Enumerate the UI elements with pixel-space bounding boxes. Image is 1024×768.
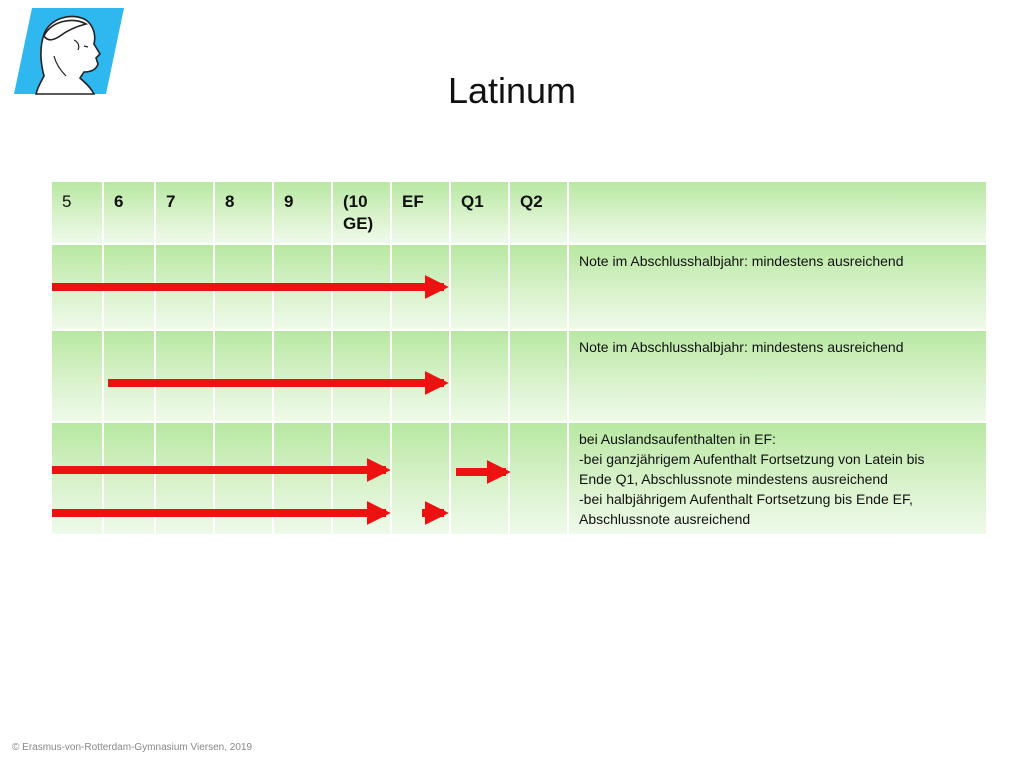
- table-cell: [392, 245, 451, 331]
- copyright-footer: © Erasmus-von-Rotterdam-Gymnasium Vierse…: [12, 742, 253, 753]
- table-cell: [451, 423, 510, 536]
- table-cell: [215, 331, 274, 423]
- table-cell: [215, 245, 274, 331]
- header-cell-note: [569, 182, 988, 245]
- page-title: Latinum: [447, 70, 577, 111]
- table-cell: [451, 245, 510, 331]
- table-cell: [104, 423, 156, 536]
- note-line: Ende Q1, Abschlussnote mindestens ausrei…: [579, 471, 888, 487]
- note-line: -bei halbjährigem Aufenthalt Fortsetzung…: [579, 491, 913, 507]
- note-line: Note im Abschlusshalbjahr: mindestens au…: [579, 339, 904, 355]
- row-2-note: Note im Abschlusshalbjahr: mindestens au…: [569, 331, 988, 423]
- table-cell: [392, 331, 451, 423]
- school-logo: [14, 6, 124, 96]
- header-cell-7: 7: [156, 182, 215, 245]
- table-cell: [333, 245, 392, 331]
- table-cell: [510, 423, 569, 536]
- latinum-table: 5 6 7 8 9 (10 GE) EF Q1 Q2 Note im Absch…: [52, 182, 988, 540]
- table-cell: [274, 423, 333, 536]
- table-cell: [52, 423, 104, 536]
- header-cell-5: 5: [52, 182, 104, 245]
- table-cell: [274, 245, 333, 331]
- header-cell-10ge: (10 GE): [333, 182, 392, 245]
- note-line: Note im Abschlusshalbjahr: mindestens au…: [579, 253, 904, 269]
- header-cell-9: 9: [274, 182, 333, 245]
- table-cell: [451, 331, 510, 423]
- table-cell: [333, 331, 392, 423]
- table-cell: [156, 423, 215, 536]
- table-cell: [333, 423, 392, 536]
- header-cell-q1: Q1: [451, 182, 510, 245]
- table-cell: [52, 245, 104, 331]
- table-cell: [274, 331, 333, 423]
- table-cell: [215, 423, 274, 536]
- row-3-note: bei Auslandsaufenthalten in EF: -bei gan…: [569, 423, 988, 536]
- table-cell: [392, 423, 451, 536]
- table-cell: [104, 331, 156, 423]
- header-cell-6: 6: [104, 182, 156, 245]
- table-cell: [156, 245, 215, 331]
- table-cell: [104, 245, 156, 331]
- header-cell-8: 8: [215, 182, 274, 245]
- header-cell-q2: Q2: [510, 182, 569, 245]
- note-line: -bei ganzjährigem Aufenthalt Fortsetzung…: [579, 451, 925, 467]
- table-cell: [510, 245, 569, 331]
- row-1-note: Note im Abschlusshalbjahr: mindestens au…: [569, 245, 988, 331]
- erasmus-portrait-icon: [14, 8, 124, 95]
- note-line: Abschlussnote ausreichend: [579, 511, 751, 527]
- table-cell: [52, 331, 104, 423]
- header-cell-ef: EF: [392, 182, 451, 245]
- table-cell: [156, 331, 215, 423]
- note-line: bei Auslandsaufenthalten in EF:: [579, 431, 776, 447]
- table-cell: [510, 331, 569, 423]
